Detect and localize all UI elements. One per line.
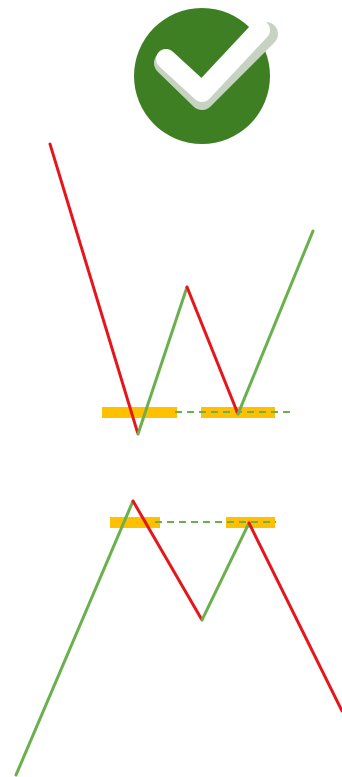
checkmark-icon <box>156 20 270 102</box>
resistance-zone-right <box>226 517 275 528</box>
support-zone-left <box>102 407 177 418</box>
price-segment-down-1 <box>131 499 204 622</box>
double-top-pattern <box>14 499 342 777</box>
price-segment-up-2 <box>236 229 315 416</box>
price-segment-up-1 <box>14 499 135 777</box>
price-segment-up-2 <box>200 521 251 622</box>
double-bottom-pattern <box>48 142 315 436</box>
price-segment-up-1 <box>136 285 189 436</box>
price-segment-down-2 <box>185 285 240 416</box>
resistance-zone-left <box>110 517 160 528</box>
price-segment-down-1 <box>48 142 140 436</box>
check-circle-icon <box>134 8 278 144</box>
price-segment-down-2 <box>247 521 342 713</box>
